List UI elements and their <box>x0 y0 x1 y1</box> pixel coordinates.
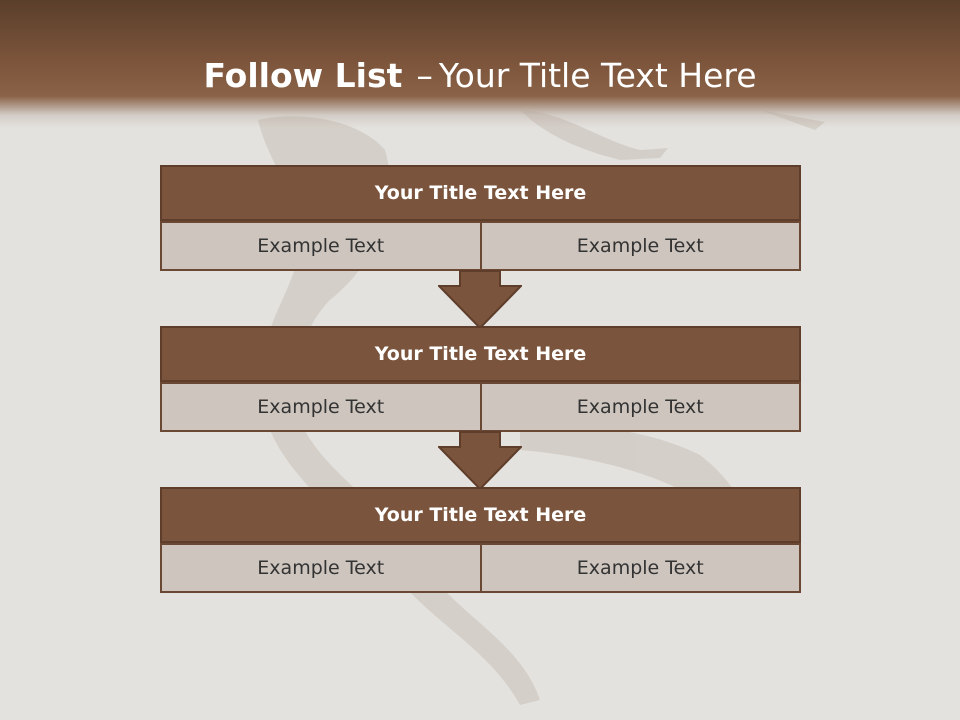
block-cell-right: Example Text <box>481 543 801 593</box>
list-block-3: Your Title Text Here Example Text Exampl… <box>160 487 801 593</box>
block-row: Example Text Example Text <box>160 382 801 432</box>
block-cell-right: Example Text <box>481 382 801 432</box>
block-title: Your Title Text Here <box>160 165 801 221</box>
list-block-2: Your Title Text Here Example Text Exampl… <box>160 326 801 432</box>
block-cell-left: Example Text <box>160 221 482 271</box>
block-cell-left: Example Text <box>160 382 482 432</box>
block-row: Example Text Example Text <box>160 543 801 593</box>
title-dash: – <box>416 56 433 95</box>
slide-title: Follow List–Your Title Text Here <box>0 52 960 100</box>
title-rest-part: Your Title Text Here <box>438 56 757 95</box>
block-cell-left: Example Text <box>160 543 482 593</box>
down-arrow-icon <box>438 431 522 491</box>
title-bold-part: Follow List <box>203 56 403 95</box>
block-cell-right: Example Text <box>481 221 801 271</box>
title-banner <box>0 0 960 128</box>
block-row: Example Text Example Text <box>160 221 801 271</box>
list-block-1: Your Title Text Here Example Text Exampl… <box>160 165 801 271</box>
block-title: Your Title Text Here <box>160 487 801 543</box>
block-title: Your Title Text Here <box>160 326 801 382</box>
down-arrow-icon <box>438 270 522 330</box>
